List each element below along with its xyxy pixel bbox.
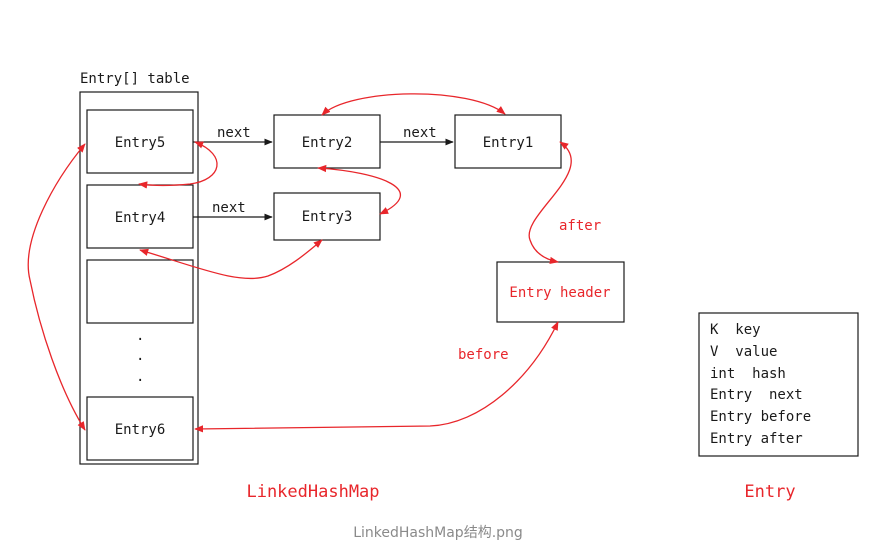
link-header-entry1-after [528, 141, 572, 264]
before-label: before [458, 347, 509, 363]
link-entry2-entry3 [317, 164, 402, 215]
node-entry2: Entry2 [273, 114, 381, 169]
table-dots: . . . [136, 328, 144, 385]
link-header-entry6-before [194, 321, 559, 433]
entry-field: Entry before [710, 409, 811, 425]
next-arrow-entry2-entry1: next [380, 125, 454, 146]
linkedhashmap-title: LinkedHashMap [246, 482, 379, 502]
node-entry1: Entry1 [454, 114, 562, 169]
node-entry3: Entry3 [273, 192, 381, 241]
link-entry4-entry3 [139, 239, 323, 280]
node-label: Entry1 [483, 135, 534, 151]
slot-label: Entry6 [115, 422, 166, 438]
entry-field: Entry next [710, 387, 803, 403]
link-label: next [217, 125, 251, 141]
node-label: Entry header [509, 285, 610, 301]
ellipsis-dot: . [136, 369, 144, 385]
node-label: Entry3 [302, 209, 353, 225]
entry-field: V value [710, 344, 777, 360]
after-label: after [559, 218, 601, 234]
entry-field: Entry after [710, 431, 803, 447]
table-slot-entry4: Entry4 [86, 184, 194, 249]
node-entry-header: Entry header [496, 261, 625, 323]
table-slot-empty [86, 259, 194, 324]
image-caption: LinkedHashMap结构.png [353, 525, 523, 541]
ellipsis-dot: . [136, 328, 144, 344]
ellipsis-dot: . [136, 348, 144, 364]
link-entry2-entry1 [321, 93, 506, 116]
entry-title: Entry [744, 482, 795, 502]
next-arrow-entry4-entry3: next [193, 200, 273, 221]
table-slot-entry5: Entry5 [86, 109, 194, 174]
slot-label: Entry4 [115, 210, 166, 226]
node-label: Entry2 [302, 135, 353, 151]
next-arrow-entry5-entry2: next [193, 125, 273, 146]
entry-structure-box: K key V value int hash Entry next Entry … [698, 312, 859, 457]
link-label: next [403, 125, 437, 141]
entry-field: K key [710, 322, 761, 338]
link-entry5-entry4 [138, 141, 218, 189]
table-slot-entry6: Entry6 [86, 396, 194, 461]
table-label: Entry[] table [80, 71, 190, 87]
link-entry5-entry6 [27, 143, 86, 431]
slot-label: Entry5 [115, 135, 166, 151]
entry-field: int hash [710, 366, 786, 382]
link-label: next [212, 200, 246, 216]
